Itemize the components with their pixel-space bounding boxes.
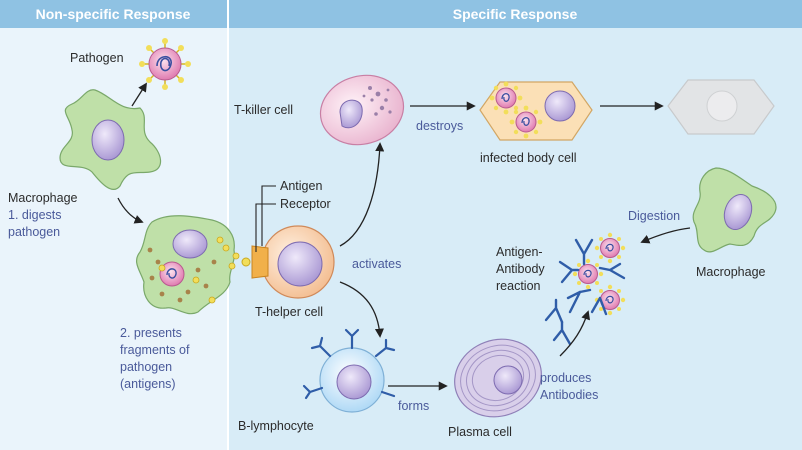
- ag-ab-label-1: Antigen-: [496, 245, 543, 259]
- digests-text-2: pathogen: [8, 225, 60, 239]
- specific-header-text: Specific Response: [453, 6, 578, 22]
- t-helper-label: T-helper cell: [255, 305, 323, 319]
- t-killer-nucleus: [339, 99, 363, 129]
- complex-virus-3: [594, 284, 626, 316]
- infecting-virus-1: [489, 81, 523, 115]
- arrow-digestion: [640, 227, 691, 244]
- engulfed-pathogen: [159, 261, 185, 287]
- t-helper-nucleus: [277, 241, 323, 287]
- arrow-macrophage-to-pathogen: [131, 82, 147, 107]
- presents-text-3: pathogen: [120, 360, 172, 374]
- digestion-label: Digestion: [628, 209, 680, 223]
- ag-ab-label-3: reaction: [496, 279, 541, 293]
- infecting-virus-2: [509, 105, 543, 139]
- b-lymphocyte-nucleus: [336, 364, 372, 400]
- infected-cell-nucleus: [544, 90, 576, 122]
- presents-text-4: (antigens): [120, 377, 176, 391]
- cytotoxic-granules: [362, 86, 392, 116]
- macrophage-right-label: Macrophage: [696, 265, 766, 279]
- specific-header: [229, 0, 802, 28]
- arrow-activates-t-killer: [339, 142, 385, 247]
- arrow-produces: [559, 310, 591, 357]
- macrophage-left-nucleus: [91, 119, 125, 161]
- presents-text-1: 2. presents: [120, 326, 182, 340]
- plasma-cell-label: Plasma cell: [448, 425, 512, 439]
- macrophage-presenting: [136, 215, 235, 315]
- antigen-fragments: [147, 247, 217, 303]
- complex-virus-2: [572, 258, 604, 290]
- presenting-nucleus: [172, 229, 208, 259]
- surface-antigens: [158, 236, 240, 304]
- produces-label-2: Antibodies: [540, 388, 598, 402]
- nonspecific-header-text: Non-specific Response: [36, 6, 191, 22]
- pathogen-label: Pathogen: [70, 51, 124, 65]
- bound-antigen: [241, 257, 251, 267]
- nonspecific-header: [0, 0, 227, 28]
- produces-label-1: produces: [540, 371, 591, 385]
- receptor-pointer: [255, 203, 276, 252]
- infected-cell-label: infected body cell: [480, 151, 577, 165]
- arrow-to-presenting-macrophage: [117, 197, 144, 224]
- b-lymphocyte-label: B-lymphocyte: [238, 419, 314, 433]
- digests-text-1: 1. digests: [8, 208, 62, 222]
- forms-label: forms: [398, 399, 429, 413]
- antigen-pointer: [261, 185, 276, 246]
- macrophage-left-label: Macrophage: [8, 191, 78, 205]
- destroyed-cell-nucleus: [706, 90, 738, 122]
- t-killer-label: T-killer cell: [234, 103, 293, 117]
- antibodies: [544, 238, 626, 346]
- pathogen-virus: [139, 38, 191, 90]
- b-cell-receptors: [302, 328, 396, 400]
- activates-label: activates: [352, 257, 401, 271]
- macrophage-right-nucleus: [723, 194, 753, 230]
- destroys-label: destroys: [416, 119, 463, 133]
- t-cell-receptor: [251, 245, 269, 279]
- complex-virus-1: [594, 232, 626, 264]
- receptor-label: Receptor: [280, 197, 331, 211]
- plasma-cell: [454, 338, 542, 418]
- presents-text-2: fragments of: [120, 343, 190, 357]
- antigen-label: Antigen: [280, 179, 322, 193]
- ag-ab-label-2: Antibody: [496, 262, 545, 276]
- arrow-activates-b-cell: [339, 281, 384, 338]
